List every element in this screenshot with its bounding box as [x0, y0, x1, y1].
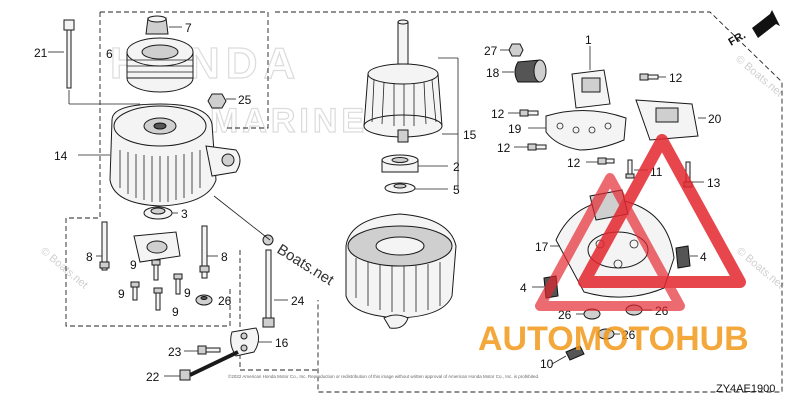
part-23-bolt[interactable]: 23 — [168, 345, 221, 359]
callout-4-right[interactable]: 4 — [700, 250, 707, 264]
callout-17[interactable]: 17 — [535, 240, 549, 254]
part-12-screw-d[interactable]: 12 — [567, 156, 615, 170]
part-4-terminal-right[interactable]: 4 — [675, 245, 707, 269]
watermark-brand: AUTOMOTOHUB — [478, 320, 749, 358]
part-terminal-plate — [133, 231, 181, 263]
callout-27[interactable]: 27 — [484, 44, 498, 58]
part-9-bolt-d[interactable]: 9 — [173, 273, 191, 300]
part-8-stud-left[interactable]: 8 — [86, 221, 110, 271]
callout-25[interactable]: 25 — [238, 93, 252, 107]
part-19-rectifier[interactable]: 19 — [508, 110, 627, 151]
callout-14[interactable]: 14 — [54, 149, 68, 163]
part-24-bolt[interactable]: 24 — [262, 234, 305, 328]
callout-16[interactable]: 16 — [275, 336, 289, 350]
callout-19[interactable]: 19 — [508, 122, 522, 136]
callout-22[interactable]: 22 — [146, 370, 160, 384]
callout-12-a[interactable]: 12 — [669, 71, 683, 85]
svg-text:AUTOMOTOHUB: AUTOMOTOHUB — [478, 320, 749, 358]
part-5-washer[interactable]: 5 — [384, 182, 460, 197]
frame-right-group — [275, 11, 783, 393]
diagram-code: ZY4AE1900 — [716, 383, 775, 395]
part-9-bolt-b[interactable]: 9 — [118, 281, 140, 301]
part-16-bracket[interactable]: 16 — [230, 327, 289, 357]
callout-9-a[interactable]: 9 — [130, 258, 137, 272]
part-snap-ring — [383, 314, 409, 329]
part-27-nut[interactable]: 27 — [484, 43, 524, 58]
part-2-bearing[interactable]: 2 — [381, 154, 460, 174]
callout-12-d[interactable]: 12 — [567, 156, 581, 170]
callout-2[interactable]: 2 — [453, 160, 460, 174]
part-26-nut-left[interactable]: 26 — [195, 294, 232, 308]
part-18-terminal-cap[interactable]: 18 — [486, 59, 547, 83]
callout-1[interactable]: 1 — [585, 33, 592, 47]
callout-12-b[interactable]: 12 — [491, 107, 505, 121]
part-7-cap[interactable]: 7 — [145, 15, 192, 35]
part-12-screw-c[interactable]: 12 — [497, 141, 547, 155]
part-22-bolt[interactable]: 22 — [146, 350, 239, 384]
part-9-bolt-c[interactable]: 9 — [153, 287, 179, 319]
callout-9-d[interactable]: 9 — [184, 286, 191, 300]
svg-text:© Boats.net: © Boats.net — [733, 53, 785, 99]
part-12-screw-a[interactable]: 12 — [639, 71, 683, 85]
part-9-bolt-a[interactable]: 9 — [130, 258, 161, 281]
callout-6[interactable]: 6 — [106, 47, 113, 61]
callout-23[interactable]: 23 — [168, 345, 182, 359]
part-3-spacer[interactable]: 3 — [143, 206, 188, 221]
part-25-nut[interactable]: 25 — [207, 93, 252, 109]
front-direction-indicator: FR. — [727, 10, 780, 49]
arrow-up-right-icon — [752, 10, 780, 38]
callout-26-c[interactable]: 26 — [558, 308, 572, 322]
callout-7[interactable]: 7 — [185, 21, 192, 35]
callout-24[interactable]: 24 — [291, 294, 305, 308]
part-14-alternator-assembly[interactable]: 14 — [54, 103, 241, 207]
part-rear-housing — [345, 213, 457, 319]
callout-21[interactable]: 21 — [34, 46, 48, 60]
part-15-rotor[interactable]: 15 — [363, 19, 477, 143]
part-1-regulator[interactable]: 1 — [571, 33, 611, 109]
part-26-nut-d[interactable]: 26 — [597, 328, 636, 342]
part-21-long-bolt[interactable]: 21 — [34, 19, 75, 89]
callout-4-left[interactable]: 4 — [520, 281, 527, 295]
callout-13[interactable]: 13 — [707, 176, 721, 190]
callout-18[interactable]: 18 — [486, 66, 500, 80]
callout-3[interactable]: 3 — [181, 207, 188, 221]
callout-12-c[interactable]: 12 — [497, 141, 511, 155]
callout-5[interactable]: 5 — [453, 183, 460, 197]
frame-lower-group — [239, 250, 318, 371]
svg-text:MARINE: MARINE — [210, 102, 368, 140]
callout-9-c[interactable]: 9 — [172, 305, 179, 319]
svg-text:© Boats.net: © Boats.net — [38, 245, 90, 291]
callout-10[interactable]: 10 — [540, 357, 554, 371]
callout-9-b[interactable]: 9 — [118, 287, 125, 301]
part-8-stud-right[interactable]: 8 — [199, 225, 228, 279]
watermark-warning-triangle — [535, 134, 746, 311]
frame-left-group — [65, 11, 269, 327]
part-10-clip[interactable]: 10 — [540, 345, 585, 371]
callout-20[interactable]: 20 — [708, 112, 722, 126]
callout-26-a[interactable]: 26 — [218, 294, 232, 308]
watermark-boatsnet: Boats.net — [274, 241, 337, 289]
part-6-pulley[interactable]: 6 — [106, 37, 194, 93]
callout-11[interactable]: 11 — [650, 165, 663, 179]
part-12-screw-b[interactable]: 12 — [491, 107, 539, 121]
callout-8-right[interactable]: 8 — [221, 250, 228, 264]
copyright-notice: ©2022 American Honda Motor Co., Inc. Rep… — [228, 373, 539, 379]
callout-8-left[interactable]: 8 — [86, 250, 93, 264]
part-26-nut-c[interactable]: 26 — [558, 308, 601, 322]
callout-26-d[interactable]: 26 — [622, 328, 636, 342]
callout-15[interactable]: 15 — [463, 128, 477, 142]
part-20-brush-holder[interactable]: 20 — [635, 99, 722, 141]
